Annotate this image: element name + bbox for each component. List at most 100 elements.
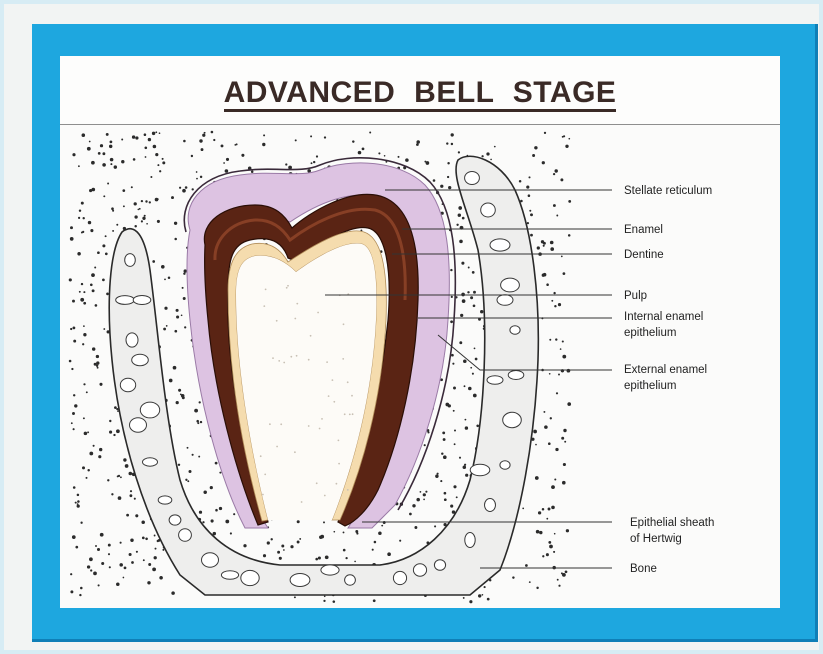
stipple-dot <box>262 143 265 146</box>
stipple-dot <box>182 287 184 289</box>
stipple-dot <box>136 551 138 553</box>
stipple-dot <box>87 431 89 433</box>
stipple-dot <box>233 513 235 515</box>
pulp-cell <box>316 482 318 484</box>
stipple-dot <box>472 271 475 274</box>
stipple-dot <box>96 355 99 358</box>
stipple-dot <box>494 146 496 148</box>
stipple-dot <box>558 585 560 587</box>
stipple-dot <box>554 478 556 480</box>
stipple-dot <box>549 339 551 341</box>
bone-trabecula <box>393 571 406 584</box>
stipple-dot <box>94 267 96 269</box>
stipple-dot <box>184 326 186 328</box>
stipple-dot <box>90 569 92 571</box>
stipple-dot <box>173 366 177 370</box>
pulp-cell <box>319 428 321 430</box>
stipple-dot <box>94 363 97 366</box>
pulp-cell <box>347 381 349 383</box>
stipple-dot <box>83 217 85 219</box>
stipple-dot <box>184 269 187 272</box>
stipple-dot <box>72 300 75 303</box>
stipple-dot <box>110 158 114 162</box>
pulp-cell <box>264 474 266 476</box>
stipple-dot <box>120 476 122 478</box>
stipple-dot <box>372 549 374 551</box>
pulp-cell <box>269 423 271 425</box>
stipple-dot <box>283 549 285 551</box>
stipple-dot <box>187 447 189 449</box>
stipple-dot <box>118 496 122 500</box>
stipple-dot <box>558 303 561 306</box>
pulp-cell <box>343 323 345 325</box>
stipple-dot <box>454 429 456 431</box>
stipple-dot <box>345 557 347 559</box>
pulp-cell <box>276 446 278 448</box>
stipple-dot <box>111 207 114 210</box>
stipple-dot <box>96 361 99 364</box>
stipple-dot <box>174 330 177 333</box>
stipple-dot <box>192 454 194 456</box>
stipple-dot <box>185 186 188 189</box>
stipple-dot <box>199 401 201 403</box>
stipple-dot <box>451 133 454 136</box>
stipple-dot <box>81 202 84 205</box>
stipple-dot <box>472 373 474 375</box>
stipple-dot <box>251 170 254 173</box>
stipple-dot <box>70 328 72 330</box>
stipple-dot <box>187 480 189 482</box>
stipple-dot <box>215 509 218 512</box>
stipple-dot <box>130 539 133 542</box>
stipple-dot <box>118 475 120 477</box>
stipple-dot <box>79 291 81 293</box>
stipple-dot <box>473 291 476 294</box>
stipple-dot <box>198 456 200 458</box>
stipple-dot <box>356 532 358 534</box>
stipple-dot <box>141 220 143 222</box>
stipple-dot <box>134 225 136 227</box>
stipple-dot <box>143 559 145 561</box>
stipple-dot <box>135 514 138 517</box>
stipple-dot <box>178 464 180 466</box>
stipple-dot <box>465 419 467 421</box>
bone-trabecula <box>345 575 356 585</box>
stipple-dot <box>129 553 132 556</box>
pulp-cell <box>308 425 310 427</box>
stipple-dot <box>241 154 244 157</box>
stipple-dot <box>445 403 449 407</box>
stipple-dot <box>78 217 80 219</box>
stipple-dot <box>162 158 164 160</box>
stipple-dot <box>189 470 192 473</box>
stipple-dot <box>512 576 514 578</box>
bone-trabecula <box>470 464 490 475</box>
stipple-dot <box>452 363 454 365</box>
stipple-dot <box>473 304 476 307</box>
stipple-dot <box>451 354 454 357</box>
stipple-dot <box>279 557 282 560</box>
stipple-dot <box>560 348 562 350</box>
stipple-dot <box>398 156 400 158</box>
stipple-dot <box>106 293 109 296</box>
pulp-cell <box>328 395 330 397</box>
stipple-dot <box>100 144 103 147</box>
pulp-cell <box>342 358 344 360</box>
stipple-dot <box>243 544 246 547</box>
stipple-dot <box>69 278 72 281</box>
stipple-dot <box>416 140 420 144</box>
stipple-dot <box>425 491 427 493</box>
stipple-dot <box>543 245 545 247</box>
stipple-dot <box>89 189 92 192</box>
bone-trabecula <box>497 295 513 306</box>
stipple-dot <box>86 477 88 479</box>
stipple-dot <box>121 139 123 141</box>
stipple-dot <box>553 204 556 207</box>
stipple-dot <box>354 561 356 563</box>
stipple-dot <box>369 132 371 134</box>
stipple-dot <box>448 186 451 189</box>
stipple-dot <box>200 421 202 423</box>
stipple-dot <box>527 222 529 224</box>
stipple-dot <box>171 591 175 595</box>
stipple-dot <box>226 158 229 161</box>
stipple-dot <box>70 226 73 229</box>
stipple-dot <box>299 538 301 540</box>
